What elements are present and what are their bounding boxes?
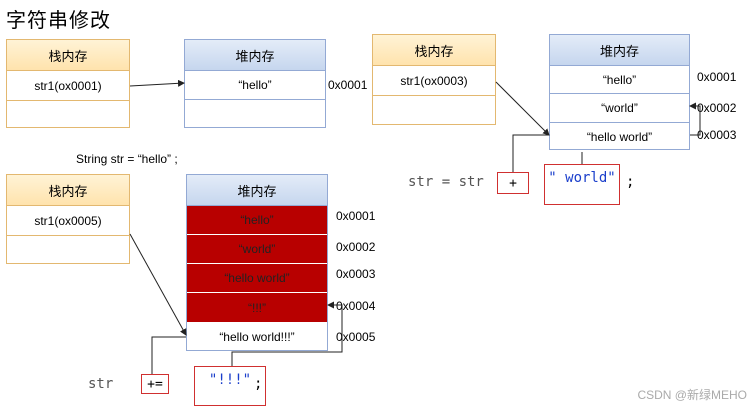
operator-link <box>151 336 186 374</box>
pointer-arrow <box>495 81 550 136</box>
string-literal-box: "!!!" <box>194 366 266 406</box>
address-label: 0x0001 <box>697 70 737 84</box>
stack-row: str1(ox0005) <box>7 206 129 236</box>
heap-row-discarded: “hello world” <box>187 264 327 293</box>
operator-plus-equals-box: += <box>141 374 169 394</box>
stack-header: 栈内存 <box>373 35 495 66</box>
heap-row-discarded: “!!!” <box>187 293 327 323</box>
stack-memory-box-2: 栈内存 str1(ox0003) <box>372 34 496 125</box>
heap-row: “hello” <box>550 66 689 94</box>
heap-row: “world” <box>550 94 689 123</box>
loop-arrow <box>231 301 343 366</box>
heap-row-discarded: “world” <box>187 235 327 264</box>
heap-row: “hello world!!!” <box>219 330 295 344</box>
heap-memory-box-2: 堆内存 “hello” “world” “hello world” <box>549 34 690 150</box>
address-label: 0x0001 <box>328 78 368 92</box>
heap-row-discarded: “hello” <box>187 206 327 235</box>
stack-header: 栈内存 <box>7 40 129 71</box>
pointer-arrow <box>129 79 185 87</box>
heap-header: 堆内存 <box>187 175 327 206</box>
address-label: 0x0005 <box>336 330 376 344</box>
stack-memory-box-1: 栈内存 str1(ox0001) <box>6 39 130 128</box>
operator-plus-box: + <box>497 172 529 194</box>
pointer-arrow <box>129 233 187 336</box>
address-label: 0x0003 <box>336 267 376 281</box>
loop-arrow <box>689 102 701 136</box>
code-note: String str = “hello” ; <box>76 152 178 166</box>
stack-row: str1(ox0001) <box>7 71 129 101</box>
address-label: 0x0004 <box>336 299 376 313</box>
string-literal-box: " world" <box>544 164 620 205</box>
stack-memory-box-3: 栈内存 str1(ox0005) <box>6 174 130 264</box>
address-label: 0x0001 <box>336 209 376 223</box>
heap-header: 堆内存 <box>550 35 689 66</box>
semicolon: ; <box>254 376 263 392</box>
diagram-title: 字符串修改 <box>6 8 111 32</box>
heap-row: “hello” <box>185 71 325 100</box>
heap-row: “hello world” <box>586 130 653 144</box>
stack-row: str1(ox0003) <box>373 66 495 96</box>
heap-header: 堆内存 <box>185 40 325 71</box>
address-label: 0x0003 <box>697 128 737 142</box>
semicolon: ; <box>626 174 635 190</box>
stack-header: 栈内存 <box>7 175 129 206</box>
code-assignment: str = str <box>408 174 484 190</box>
heap-memory-box-3: 堆内存 “hello” “world” “hello world” “!!!” … <box>186 174 328 351</box>
address-label: 0x0002 <box>336 240 376 254</box>
operator-link <box>512 134 549 172</box>
heap-memory-box-1: 堆内存 “hello” <box>184 39 326 128</box>
code-variable: str <box>88 376 114 392</box>
watermark: CSDN @新绿MEHO <box>637 388 747 402</box>
address-label: 0x0002 <box>697 101 737 115</box>
